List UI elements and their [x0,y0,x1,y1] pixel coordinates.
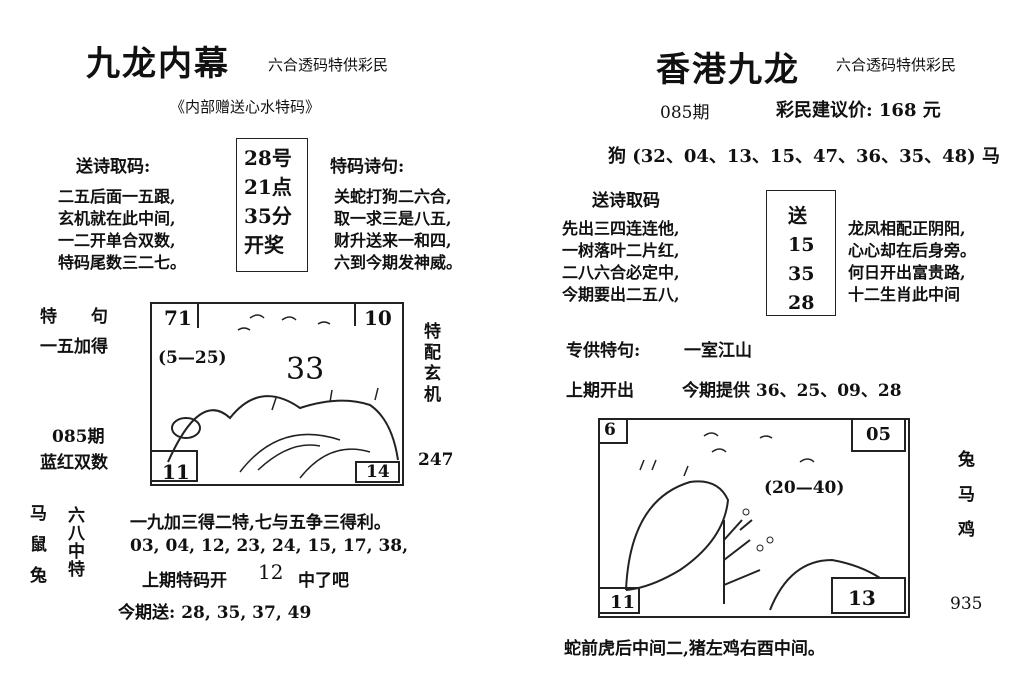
right-poem-label: 送诗取码 [592,191,660,211]
right-poem2: 龙凤相配正阴阳, 心心却在后身旁。 何日开出富贵路, 十二生肖此中间 [848,218,976,306]
left-tema-label: 特码诗句: [330,157,405,177]
poem-line: 一二开单合双数, [58,231,176,250]
tema-line: 财升送来一和四, [334,231,452,250]
poem-line: 一树落叶二片红, [562,241,680,260]
poem-line: 十二生肖此中间 [848,285,961,304]
left-time-text: 28号 21点 35分 开奖 [244,144,292,260]
right-pic-tr: 05 [866,424,892,445]
left-line3-a: 上期特码开 [142,571,227,591]
box-line: 28号 [244,146,292,170]
poem-line: 特码尾数三二七。 [58,253,187,272]
left-pic-tl: 71 [164,306,192,330]
poem-line: 今期要出二五八, [562,285,680,304]
left-line3-num: 12 [258,560,284,584]
right-last-label: 上期开出 [566,381,634,401]
poem-line: 玄机就在此中间, [58,209,176,228]
box-line: 15 [788,234,815,256]
left-blue-red: 蓝红双数 [40,453,108,473]
box-line: 28 [788,292,815,314]
right-special-label: 专供特句: [566,341,641,361]
left-col-animals: 马鼠兔 [26,504,46,597]
right-side-animals: 兔马鸡 [954,450,974,555]
left-side-number: 247 [418,450,454,470]
tema-line: 关蛇打狗二六合, [334,187,452,206]
right-price: 彩民建议价: 168 元 [776,100,941,121]
right-title: 香港九龙 [656,50,800,90]
left-pic-br: 14 [366,462,390,482]
box-line: 开奖 [244,233,284,257]
left-line3-b: 中了吧 [298,571,349,591]
poem-line: 二八六合必定中, [562,263,680,282]
right-special-text: 一室江山 [684,341,752,361]
left-picture-frame [150,302,404,486]
left-time-box [236,138,308,272]
tema-line: 取一求三是八五, [334,209,452,228]
poem-line: 先出三四连连他, [562,219,680,238]
left-line1: 一九加三得二特,七与五争三得利。 [130,513,391,533]
left-pic-big: 33 [286,352,325,387]
left-col-special: 六八中特 [64,506,84,578]
right-bottom-line: 蛇前虎后中间二,猪左鸡右酉中间。 [564,639,825,659]
right-picture-frame [598,418,910,618]
left-tema-poem: 关蛇打狗二六合, 取一求三是八五, 财升送来一和四, 六到今期发神威。 [334,186,462,274]
right-tagline: 六合透码特供彩民 [836,56,957,74]
right-pic-range: (20—40) [764,478,845,498]
left-side-label: 特配玄机 [420,322,440,406]
left-pic-range: (5—25) [158,348,227,368]
right-num-box [766,190,836,316]
poem-line: 龙凤相配正阴阳, [848,219,966,238]
poem-line: 二五后面一五跟, [58,187,176,206]
left-poem-label: 送诗取码: [76,157,151,177]
right-period: 085期 [660,103,710,123]
poem-line: 心心却在后身旁。 [848,241,977,260]
left-pic-bl: 11 [162,460,190,484]
right-poem: 先出三四连连他, 一树落叶二片红, 二八六合必定中, 今期要出二五八, [562,218,680,306]
right-side-number: 935 [950,594,983,614]
left-poem: 二五后面一五跟, 玄机就在此中间, 一二开单合双数, 特码尾数三二七。 [58,186,186,274]
right-pic-tl: 6 [604,420,616,440]
right-pic-br: 13 [848,586,876,610]
right-pic-bl: 11 [610,592,636,613]
right-last-text: 今期提供 36、25、09、28 [682,381,902,401]
box-line: 35 [788,263,815,285]
left-period: 085期 [52,427,105,447]
left-title: 九龙内幕 [86,44,230,84]
right-dog-line: 狗 (32、04、13、15、47、36、35、48) 马 [608,146,1000,167]
box-line: 35分 [244,204,292,228]
tema-line: 六到今期发神威。 [334,253,463,272]
left-line2: 03, 04, 12, 23, 24, 15, 17, 38, [130,536,409,556]
poem-line: 何日开出富贵路, [848,263,966,282]
left-teju-label: 特 句 [40,307,122,327]
left-pic-tr: 10 [364,306,392,330]
left-line4: 今期送: 28, 35, 37, 49 [118,603,312,623]
left-subtitle: 《内部赠送心水特码》 [170,98,321,116]
right-num-box-text: 送 15 35 28 [788,202,814,318]
box-line: 送 [788,205,808,227]
box-line: 21点 [244,175,292,199]
left-tagline: 六合透码特供彩民 [268,56,389,74]
left-teju-text: 一五加得 [40,337,108,357]
